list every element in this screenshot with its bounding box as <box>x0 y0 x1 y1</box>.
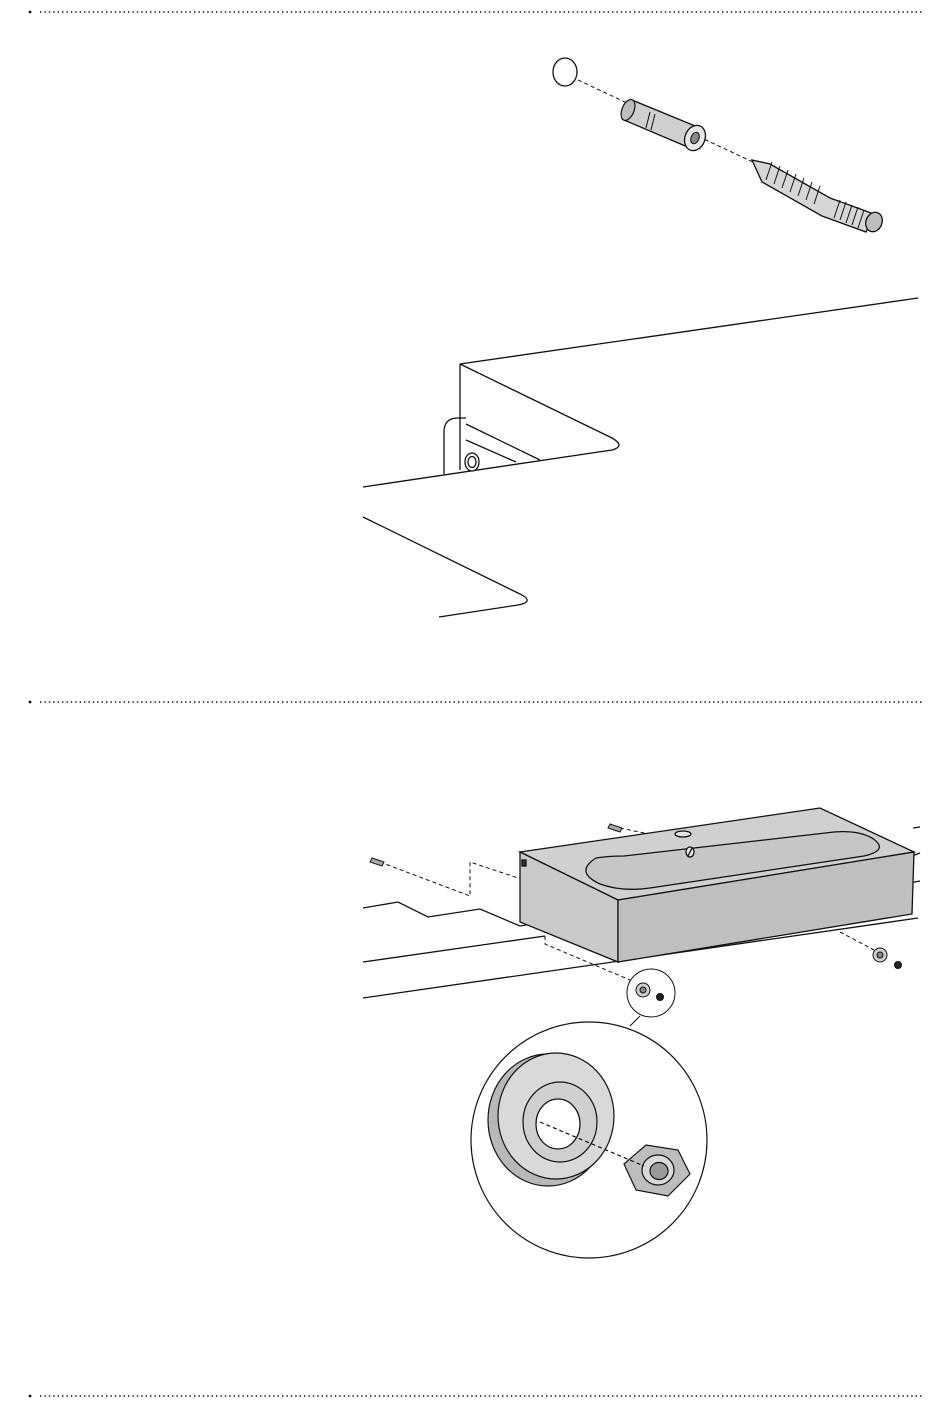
wall-plug-part <box>618 98 709 154</box>
step-1-illustration <box>0 0 950 700</box>
section-divider-bottom <box>28 1394 924 1398</box>
step-1-panel <box>0 0 950 700</box>
wall-bracket-part <box>444 418 540 474</box>
countertop-part <box>363 298 918 617</box>
detail-callout-small <box>627 969 675 1026</box>
step-2-illustration <box>0 704 950 1394</box>
cap-part <box>553 58 577 86</box>
mounting-screw-left <box>370 858 384 866</box>
washbasin-part <box>520 808 914 962</box>
washer-nut-right <box>873 948 902 969</box>
detail-callout-large <box>471 1022 707 1258</box>
mounting-screw-top <box>608 824 622 832</box>
step-2-panel <box>0 704 950 1394</box>
hanger-bolt-part <box>752 160 885 234</box>
